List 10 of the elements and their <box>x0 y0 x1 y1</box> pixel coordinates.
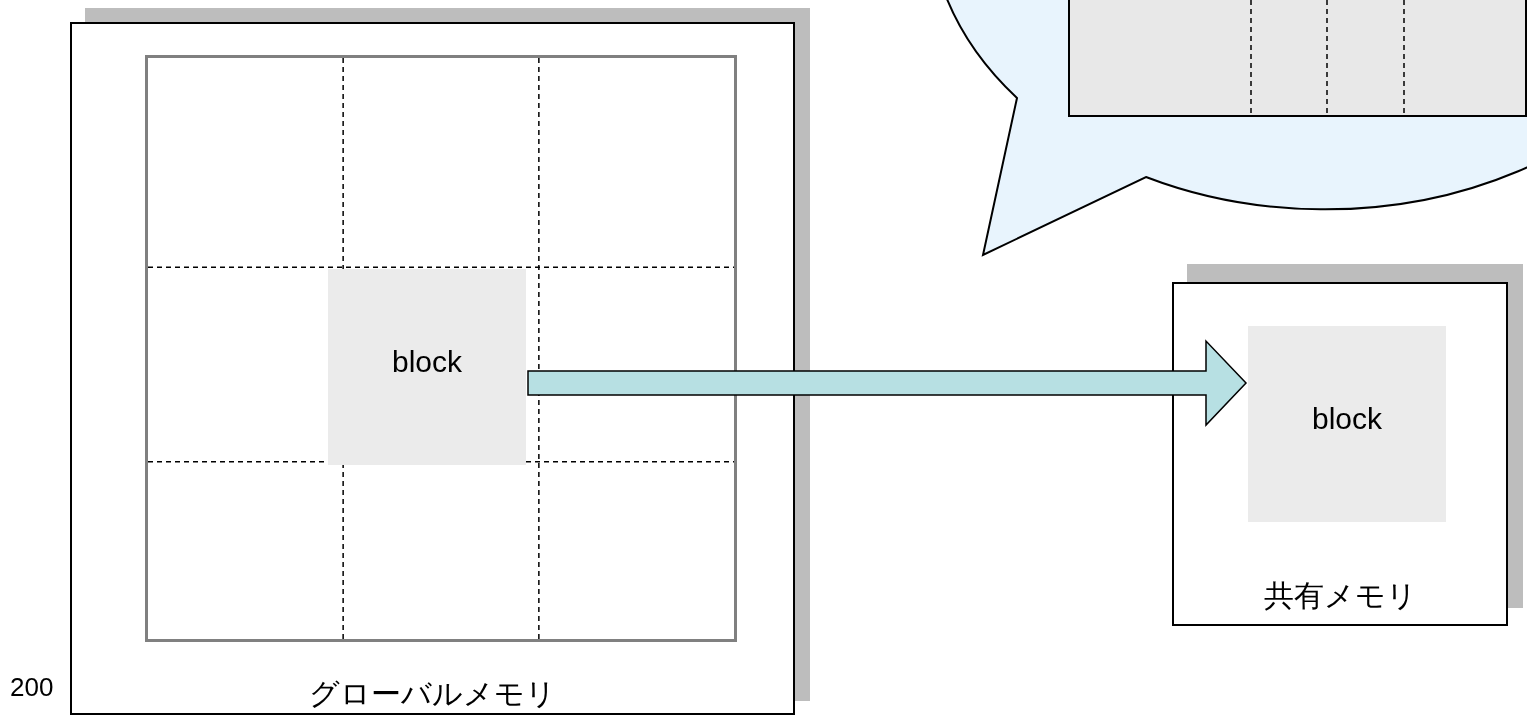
grid-box <box>145 55 737 642</box>
block-arrow <box>527 339 1248 427</box>
block-cell <box>1248 326 1446 522</box>
node-label: block <box>390 345 463 379</box>
block-cell <box>328 269 526 465</box>
node-label: block <box>1310 402 1383 436</box>
node-label: 共有メモリ <box>1262 578 1418 614</box>
page-number: 200 <box>10 672 54 703</box>
memory-bank-box <box>1068 0 1527 117</box>
node-label: グローバルメモリ <box>308 676 557 712</box>
